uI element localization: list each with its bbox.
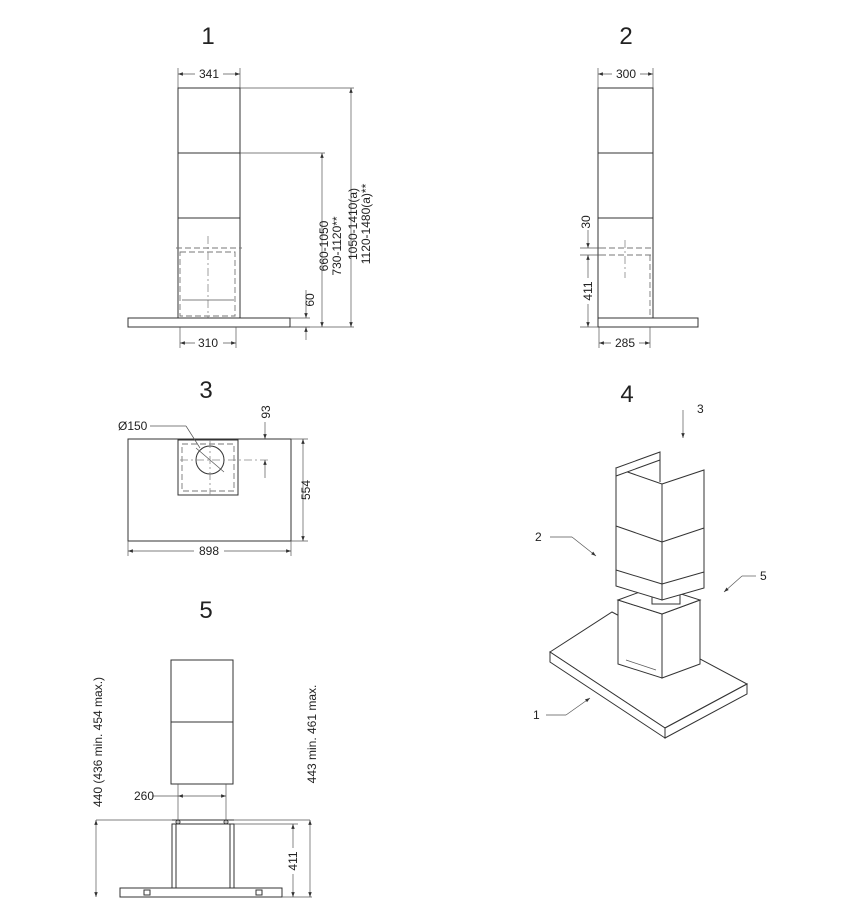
view-1-label: 1 (201, 23, 214, 50)
canopy (127, 317, 291, 328)
chimney-side (597, 87, 654, 321)
dim-60: 60 (303, 293, 317, 307)
canopy-top (127, 438, 292, 542)
dim-285: 285 (615, 336, 635, 350)
dim-300: 300 (616, 67, 636, 81)
dim-554: 554 (299, 480, 313, 500)
view-3-label: 3 (199, 377, 212, 404)
iso-callout-2: 2 (535, 530, 542, 544)
dim-1120-1480: 1120-1480(a)** (359, 183, 373, 264)
dim-411-side: 411 (581, 281, 595, 300)
dim-660-1050: 660-1050 (317, 220, 331, 271)
view-2-label: 2 (619, 23, 632, 50)
iso-callout-3: 3 (697, 402, 704, 416)
view-5-label: 5 (199, 597, 212, 624)
dim-1050-1410: 1050-1410(a) (346, 188, 360, 260)
dim-440: 440 (436 min. 454 max.) (91, 677, 105, 807)
view-5-installation: 5 260 440 (436 min. 454 max.) 411 (91, 597, 319, 898)
dim-341: 341 (199, 67, 219, 81)
view-3-top: 3 Ø150 93 554 898 (118, 377, 313, 559)
canopy-side (597, 317, 699, 328)
dim-443: 443 min. 461 max. (305, 685, 319, 784)
dim-93: 93 (259, 405, 273, 419)
iso-callout-1: 1 (533, 708, 540, 722)
view-4-label: 4 (620, 381, 633, 408)
dim-diameter: Ø150 (118, 419, 148, 433)
dim-411-install: 411 (286, 851, 300, 870)
dim-730-1120: 730-1120** (330, 216, 344, 275)
dim-260: 260 (134, 789, 154, 803)
chimney-upper (177, 87, 241, 321)
dim-30: 30 (579, 215, 593, 229)
canopy-installation (119, 887, 283, 898)
dim-898: 898 (199, 544, 219, 558)
view-1-front: 1 341 310 60 660- (127, 23, 373, 350)
view-2-side: 2 300 30 411 285 (579, 23, 699, 350)
iso-callout-5: 5 (760, 569, 767, 583)
view-4-isometric: 4 3 2 5 1 (533, 381, 767, 739)
dim-310: 310 (198, 336, 218, 350)
